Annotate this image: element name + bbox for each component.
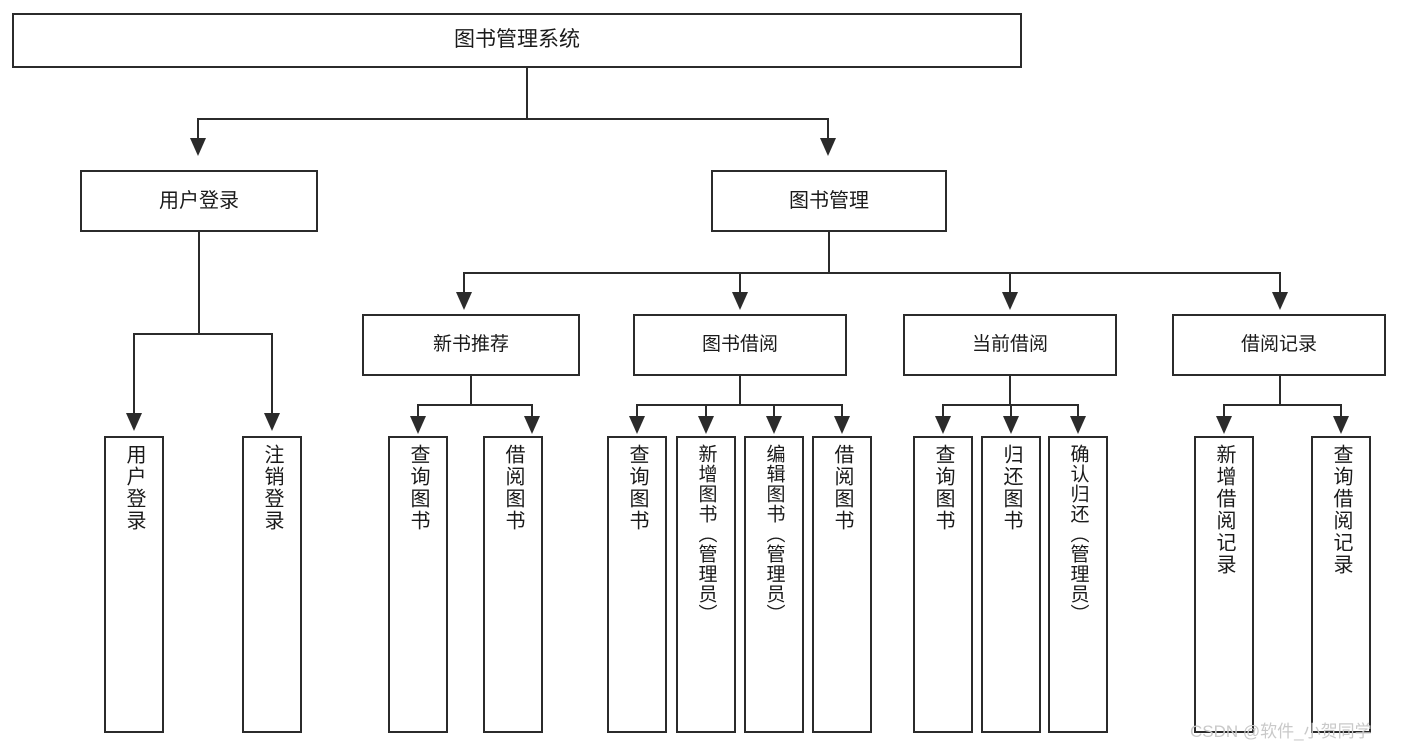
- connector-bm-branch-2: [739, 272, 741, 294]
- node-label: 查询图书: [932, 444, 954, 532]
- arrowhead-leaf-user-login: [126, 413, 142, 431]
- arrowhead-leaf-return-book: [1003, 416, 1019, 434]
- connector-root-bus: [197, 118, 829, 120]
- connector-root-to-book-management: [827, 118, 829, 140]
- arrowhead-to-book-management: [820, 138, 836, 156]
- node-root-system[interactable]: 图书管理系统: [12, 13, 1022, 68]
- connector-nbr-stem: [470, 376, 472, 406]
- connector-nbr-bus: [417, 404, 533, 406]
- connector-bb-branch-3: [773, 404, 775, 418]
- node-label: 图书借阅: [701, 334, 778, 356]
- connector-root-to-user-login: [197, 118, 199, 140]
- node-label: 归还图书: [1000, 444, 1022, 532]
- connector-user-login-branch-2: [271, 333, 273, 415]
- node-label: 查询图书: [407, 444, 429, 532]
- connector-nbr-branch-1: [417, 404, 419, 418]
- connector-bb-stem: [739, 376, 741, 406]
- arrowhead-leaf-logout-login: [264, 413, 280, 431]
- node-user-login[interactable]: 用户登录: [80, 170, 318, 232]
- arrowhead-leaf-edit-book: [766, 416, 782, 434]
- node-label: 注销登录: [261, 444, 283, 532]
- node-label: 新书推荐: [432, 334, 509, 356]
- connector-bm-branch-3: [1009, 272, 1011, 294]
- node-label: 编辑图书（管理员）: [763, 444, 785, 624]
- connector-user-login-branch-1: [133, 333, 135, 415]
- node-label: 查询借阅记录: [1330, 444, 1352, 576]
- node-leaf-borrow-book-2[interactable]: 借阅图书: [812, 436, 872, 733]
- arrowhead-leaf-query-book-1: [410, 416, 426, 434]
- connector-bb-branch-4: [841, 404, 843, 418]
- node-borrow-record[interactable]: 借阅记录: [1172, 314, 1386, 376]
- node-label: 图书管理: [789, 189, 869, 212]
- node-label: 用户登录: [123, 444, 145, 532]
- connector-user-login-stem: [198, 232, 200, 335]
- arrowhead-leaf-borrow-book-1: [524, 416, 540, 434]
- node-leaf-logout-login[interactable]: 注销登录: [242, 436, 302, 733]
- node-leaf-add-record[interactable]: 新增借阅记录: [1194, 436, 1254, 733]
- node-label: 当前借阅: [971, 334, 1048, 356]
- arrowhead-leaf-borrow-book-2: [834, 416, 850, 434]
- connector-br-stem: [1279, 376, 1281, 406]
- connector-cb-branch-3: [1077, 404, 1079, 418]
- connector-bb-bus: [636, 404, 843, 406]
- node-current-borrow[interactable]: 当前借阅: [903, 314, 1117, 376]
- node-leaf-user-login[interactable]: 用户登录: [104, 436, 164, 733]
- node-leaf-edit-book[interactable]: 编辑图书（管理员）: [744, 436, 804, 733]
- connector-nbr-branch-2: [531, 404, 533, 418]
- arrowhead-to-new-book-recommend: [456, 292, 472, 310]
- connector-book-management-stem: [828, 232, 830, 274]
- connector-cb-branch-1: [942, 404, 944, 418]
- connector-br-bus: [1223, 404, 1342, 406]
- node-label: 新增借阅记录: [1213, 444, 1235, 576]
- node-leaf-confirm-return[interactable]: 确认归还（管理员）: [1048, 436, 1108, 733]
- connector-bb-branch-1: [636, 404, 638, 418]
- node-leaf-query-record[interactable]: 查询借阅记录: [1311, 436, 1371, 733]
- arrowhead-to-book-borrow: [732, 292, 748, 310]
- watermark-text: CSDN @软件_小贺同学: [1190, 722, 1372, 741]
- node-label: 图书管理系统: [454, 28, 580, 52]
- node-label: 新增图书（管理员）: [695, 444, 717, 624]
- connector-br-branch-2: [1340, 404, 1342, 418]
- node-label: 借阅图书: [502, 444, 524, 532]
- node-label: 借阅记录: [1240, 334, 1317, 356]
- connector-user-login-bus: [133, 333, 273, 335]
- node-label: 查询图书: [626, 444, 648, 532]
- arrowhead-leaf-confirm-return: [1070, 416, 1086, 434]
- node-leaf-query-book-3[interactable]: 查询图书: [913, 436, 973, 733]
- node-book-borrow[interactable]: 图书借阅: [633, 314, 847, 376]
- connector-cb-stem: [1009, 376, 1011, 406]
- connector-bm-branch-1: [463, 272, 465, 294]
- arrowhead-leaf-add-book: [698, 416, 714, 434]
- connector-book-management-bus: [463, 272, 1279, 274]
- connector-root-stem: [526, 68, 528, 120]
- node-label: 确认归还（管理员）: [1067, 444, 1089, 624]
- arrowhead-leaf-query-book-2: [629, 416, 645, 434]
- node-leaf-query-book-1[interactable]: 查询图书: [388, 436, 448, 733]
- node-label: 用户登录: [159, 189, 239, 212]
- node-book-management[interactable]: 图书管理: [711, 170, 947, 232]
- arrowhead-to-current-borrow: [1002, 292, 1018, 310]
- node-leaf-query-book-2[interactable]: 查询图书: [607, 436, 667, 733]
- arrowhead-leaf-query-record: [1333, 416, 1349, 434]
- connector-bm-branch-4: [1279, 272, 1281, 294]
- node-leaf-borrow-book-1[interactable]: 借阅图书: [483, 436, 543, 733]
- node-new-book-recommend[interactable]: 新书推荐: [362, 314, 580, 376]
- node-leaf-add-book[interactable]: 新增图书（管理员）: [676, 436, 736, 733]
- connector-cb-branch-2: [1010, 404, 1012, 418]
- arrowhead-to-borrow-record: [1272, 292, 1288, 310]
- connector-br-branch-1: [1223, 404, 1225, 418]
- arrowhead-to-user-login: [190, 138, 206, 156]
- arrowhead-leaf-query-book-3: [935, 416, 951, 434]
- connector-bb-branch-2: [705, 404, 707, 418]
- node-label: 借阅图书: [831, 444, 853, 532]
- node-leaf-return-book[interactable]: 归还图书: [981, 436, 1041, 733]
- arrowhead-leaf-add-record: [1216, 416, 1232, 434]
